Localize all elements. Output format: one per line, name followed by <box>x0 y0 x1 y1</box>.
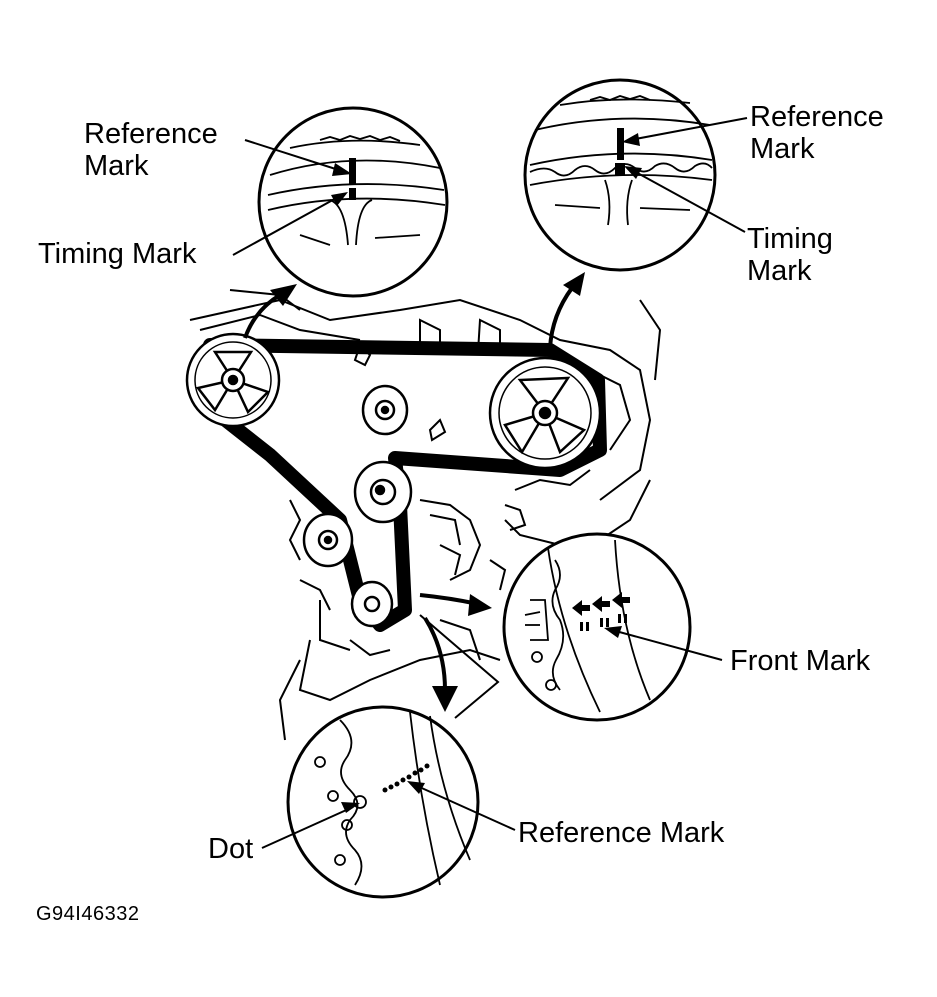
label-left-timing-mark: Timing Mark <box>38 238 197 270</box>
label-bottom-reference-mark: Reference Mark <box>518 817 725 849</box>
callout-leaders <box>232 117 748 849</box>
detail-right-camshaft <box>523 78 717 272</box>
label-right-reference-mark: Reference Mark <box>750 101 884 165</box>
idler-pulley-lower <box>302 512 354 568</box>
detail-left-camshaft <box>257 106 449 298</box>
label-left-reference-line2: Mark <box>84 150 149 182</box>
figure-code: G94I46332 <box>36 903 140 925</box>
detail-crankshaft-dot <box>286 705 480 899</box>
callout-arrowheads <box>331 133 642 813</box>
idler-pulley-upper <box>361 384 409 436</box>
label-right-reference-line1: Reference <box>750 101 884 133</box>
label-front-mark: Front Mark <box>730 645 871 677</box>
label-left-reference-mark: Reference Mark <box>84 118 218 182</box>
timing-belt <box>193 338 607 632</box>
crankshaft-pulley <box>350 580 394 628</box>
left-camshaft-pulley <box>185 332 281 428</box>
label-left-reference-line1: Reference <box>84 118 218 150</box>
right-camshaft-pulley <box>488 356 602 470</box>
label-dot: Dot <box>208 833 254 865</box>
arrowheads <box>270 272 585 712</box>
label-right-timing-line2: Mark <box>747 255 812 287</box>
label-right-timing-line1: Timing <box>747 223 833 255</box>
label-right-reference-line2: Mark <box>750 133 815 165</box>
tensioner-pulley <box>353 460 413 524</box>
detail-front-mark <box>502 532 692 722</box>
label-right-timing-mark: Timing Mark <box>747 223 833 287</box>
